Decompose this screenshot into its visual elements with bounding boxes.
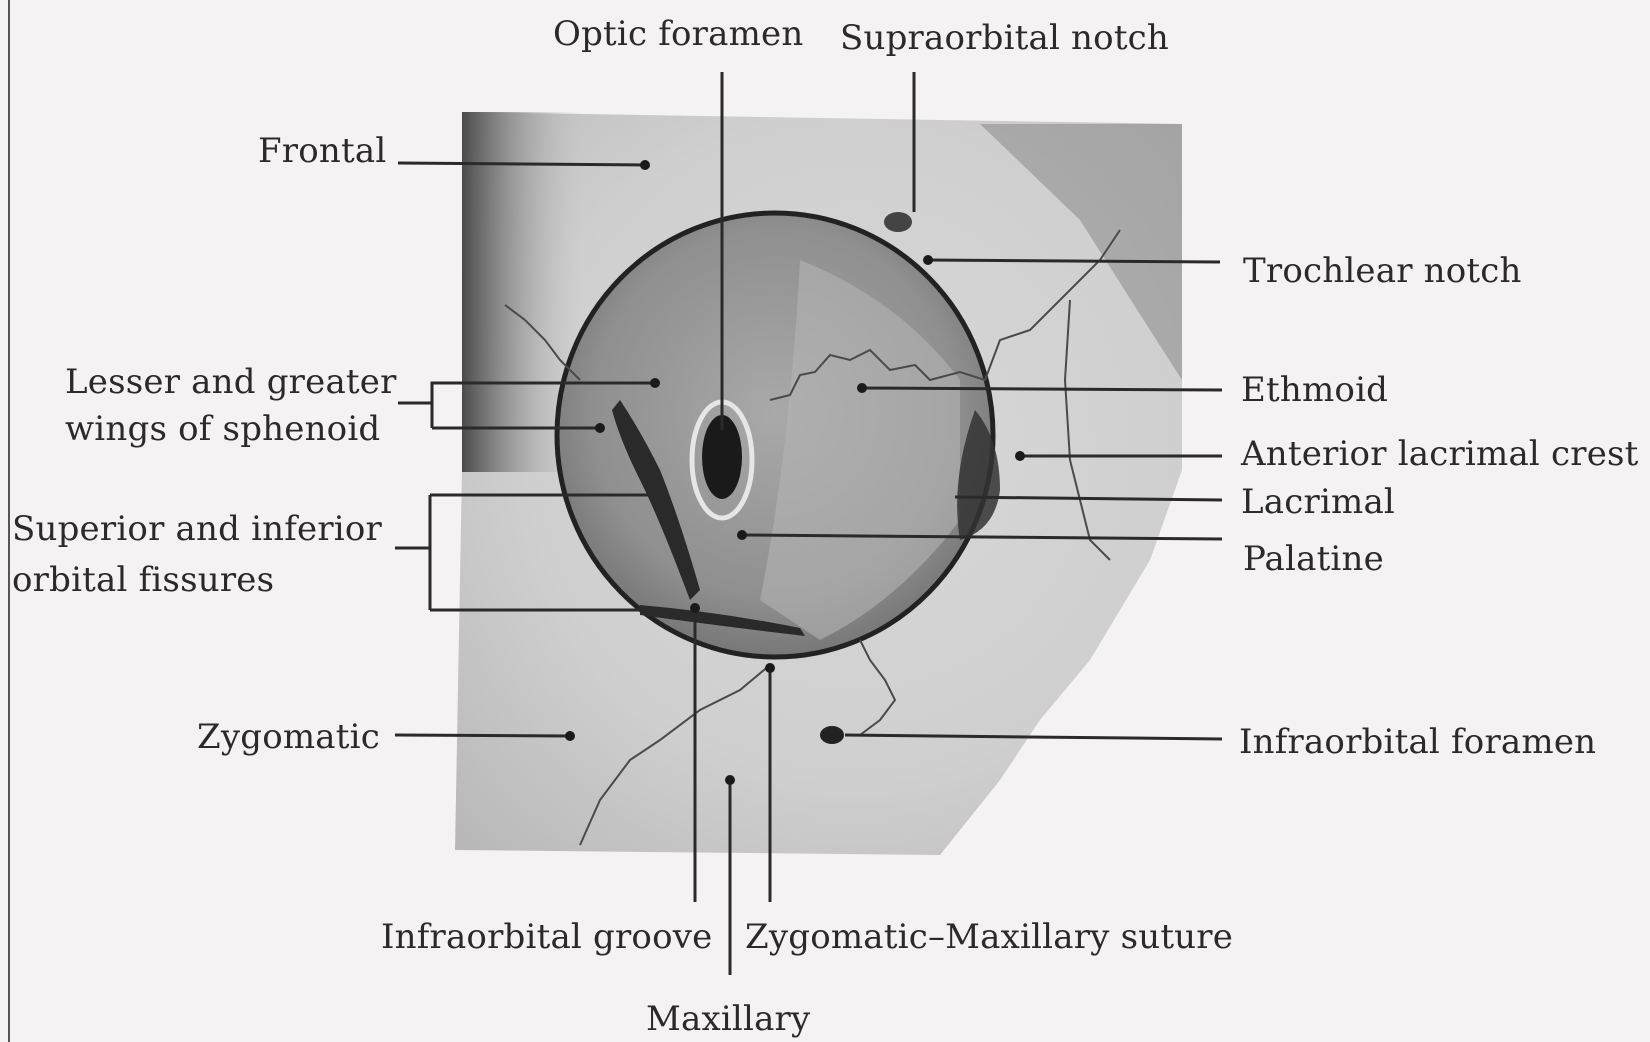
label-palatine: Palatine: [1243, 539, 1384, 579]
label-anterior-lacrimal-crest: Anterior lacrimal crest: [1240, 434, 1639, 474]
tip-palatine: [737, 530, 747, 540]
tip-zygomatic: [565, 731, 575, 741]
label-zygomatic-maxillary-suture: Zygomatic–Maxillary suture: [745, 917, 1233, 957]
tip-sphenoid-greater: [595, 423, 605, 433]
label-sphenoid-line2: wings of sphenoid: [65, 409, 380, 449]
label-sphenoid-line1: Lesser and greater: [65, 362, 397, 402]
tip-infraorbital-groove: [690, 603, 700, 613]
leader-trochlear-notch: [925, 260, 1220, 262]
label-lacrimal: Lacrimal: [1241, 482, 1395, 522]
leader-frontal: [398, 163, 645, 165]
label-zygomatic: Zygomatic: [197, 717, 380, 757]
label-infraorbital-groove: Infraorbital groove: [381, 917, 713, 957]
tip-anterior-lacrimal-crest: [1015, 451, 1025, 461]
leader-ethmoid: [860, 388, 1222, 390]
skull-illustration: [455, 112, 1182, 855]
label-frontal: Frontal: [258, 131, 386, 171]
tip-maxillary: [725, 775, 735, 785]
trochlear-notch-mark: [884, 212, 912, 232]
label-optic-foramen: Optic foramen: [553, 14, 803, 54]
leader-zygomatic: [395, 735, 570, 736]
tip-ethmoid: [857, 383, 867, 393]
label-trochlear-notch: Trochlear notch: [1243, 251, 1522, 291]
tip-sphenoid-lesser: [650, 378, 660, 388]
label-supraorbital-notch: Supraorbital notch: [840, 18, 1169, 58]
tip-zygomatic-maxillary-suture: [765, 663, 775, 673]
infraorbital-foramen-hole: [820, 726, 844, 744]
label-fissures-line2: orbital fissures: [12, 560, 274, 600]
label-maxillary: Maxillary: [646, 999, 811, 1039]
tip-frontal: [640, 160, 650, 170]
label-fissures-line1: Superior and inferior: [12, 509, 383, 549]
label-ethmoid: Ethmoid: [1241, 370, 1388, 410]
label-infraorbital-foramen: Infraorbital foramen: [1239, 722, 1596, 762]
tip-trochlear-notch: [923, 255, 933, 265]
